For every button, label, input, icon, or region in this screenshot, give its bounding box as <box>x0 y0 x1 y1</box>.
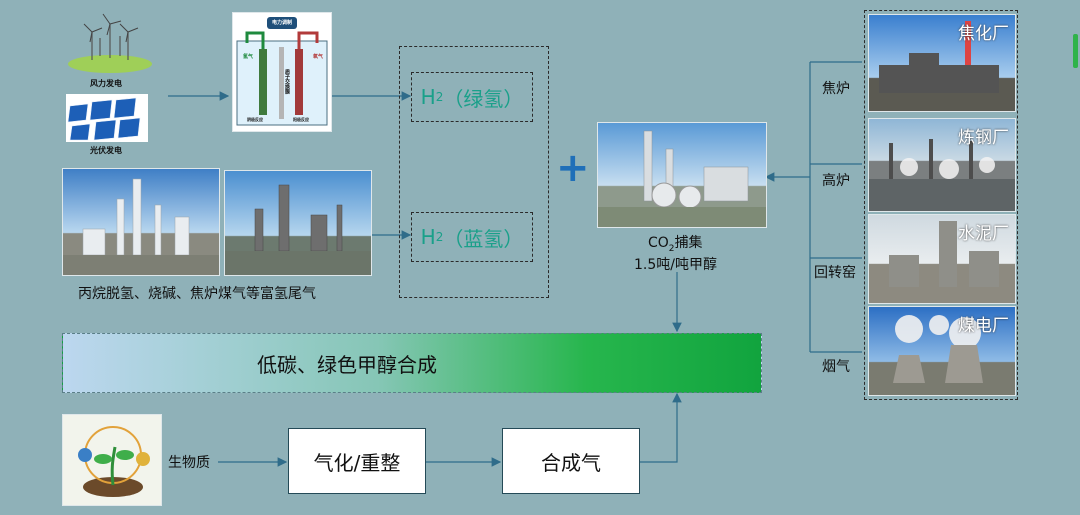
emitter-rotary-kiln: 回转窑 <box>814 265 856 281</box>
coal-power-plant-name: 煤电厂 <box>958 316 1009 336</box>
electrolyzer-center: 质子交换膜 <box>284 69 290 94</box>
coal-power-plant-photo: 煤电厂 <box>868 306 1016 396</box>
electrolyzer-diagram: 电力调制 氢气 氧气 质子交换膜 阴极反应 阳极反应 <box>232 12 332 132</box>
biomass-label: 生物质 <box>168 455 210 471</box>
scrollbar-indicator[interactable] <box>1073 34 1078 68</box>
co2-capture-plant-photo <box>597 122 767 228</box>
electrolyzer-header: 电力调制 <box>272 20 293 26</box>
green-hydrogen-box <box>411 72 533 122</box>
electrolyzer-right-gas: 氧气 <box>313 54 324 60</box>
methanol-synthesis-label: 低碳、绿色甲醇合成 <box>257 352 437 377</box>
electrolyzer-right-bottom: 阳极反应 <box>293 117 309 122</box>
green-h2-paren: （绿氢） <box>443 86 524 111</box>
steel-plant-photo: 炼钢厂 <box>868 118 1016 212</box>
hydrogen-group-frame <box>399 46 549 298</box>
co2-subscript: 2 <box>668 243 675 254</box>
blue-h2-symbol: H <box>420 225 436 249</box>
electrolyzer-left-bottom: 阴极反应 <box>247 117 263 122</box>
petrochemical-plant-photo-1 <box>62 168 220 276</box>
wind-turbine-illustration <box>66 12 154 74</box>
cement-plant-name: 水泥厂 <box>958 224 1009 244</box>
blue-hydrogen-box <box>411 212 533 262</box>
plus-icon: + <box>556 145 590 191</box>
blue-h2-subscript: 2 <box>435 230 444 244</box>
syngas-label: 合成气 <box>541 450 601 475</box>
solar-power-label: 光伏发电 <box>90 146 122 155</box>
co2-capture-text: 捕集 <box>674 235 703 251</box>
biomass-illustration <box>62 414 162 506</box>
emitter-flue-gas: 烟气 <box>822 359 850 375</box>
emitters-frame <box>864 10 1018 400</box>
emitter-coke-oven: 焦炉 <box>822 81 850 97</box>
arrow-syngas-to-synthesis <box>640 392 682 463</box>
solar-panel-image <box>66 94 148 142</box>
emitter-blast-furnace: 高炉 <box>822 173 850 189</box>
electrolyzer-left-gas: 氢气 <box>243 54 254 60</box>
green-h2-subscript: 2 <box>435 90 444 104</box>
coking-plant-photo: 焦化厂 <box>868 14 1016 112</box>
co2-ratio-label: 1.5吨/吨甲醇 <box>634 257 717 273</box>
co2-symbol: CO <box>648 235 669 251</box>
green-h2-symbol: H <box>420 85 436 109</box>
gasify-reform-box: 气化/重整 <box>288 428 426 494</box>
wind-power-label: 风力发电 <box>90 79 122 88</box>
cement-plant-photo: 水泥厂 <box>868 214 1016 304</box>
co2-capture-label: CO2捕集 <box>648 232 703 254</box>
petrochemical-plant-photo-2 <box>224 170 372 276</box>
syngas-box: 合成气 <box>502 428 640 494</box>
steel-plant-name: 炼钢厂 <box>958 128 1009 148</box>
blue-h2-paren: （蓝氢） <box>443 226 524 251</box>
gasify-reform-label: 气化/重整 <box>313 450 401 475</box>
coking-plant-name: 焦化厂 <box>958 24 1009 44</box>
byproduct-hydrogen-label: 丙烷脱氢、烧碱、焦炉煤气等富氢尾气 <box>78 286 316 302</box>
methanol-synthesis-banner: 低碳、绿色甲醇合成 <box>62 333 762 393</box>
